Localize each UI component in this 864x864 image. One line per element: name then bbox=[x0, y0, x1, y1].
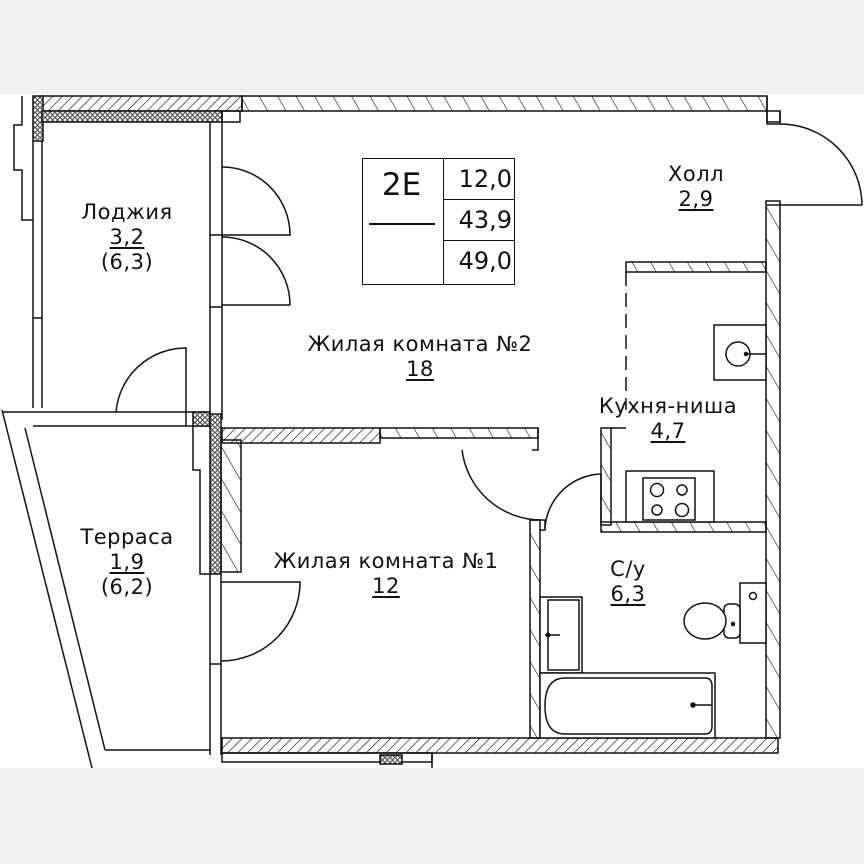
room-area: 12 bbox=[372, 574, 400, 598]
room-label-living-room-1: Жилая комната №1 12 bbox=[274, 549, 499, 599]
floor-plan: 2E 12,0 43,9 49,0 Лоджия 3,2 (6,3) Холл … bbox=[0, 94, 864, 768]
room-name: Холл bbox=[667, 162, 725, 186]
unit-code-underline bbox=[369, 223, 435, 225]
room-label-loggia: Лоджия 3,2 (6,3) bbox=[81, 200, 172, 275]
room-area: 2,9 bbox=[678, 187, 714, 211]
room-name: Кухня-ниша bbox=[598, 394, 738, 418]
living-area-value: 12,0 bbox=[444, 159, 515, 200]
summary-areas: 12,0 43,9 49,0 bbox=[443, 159, 515, 284]
room-total-area: (6,3) bbox=[100, 250, 154, 274]
room-total-area: (6,2) bbox=[100, 575, 154, 599]
room-area: 18 bbox=[406, 357, 434, 381]
room-name: С/у bbox=[610, 557, 646, 581]
room-name: Лоджия bbox=[81, 200, 173, 224]
room-area: 6,3 bbox=[610, 582, 646, 606]
unit-code: 2E bbox=[381, 167, 422, 203]
room-label-bathroom: С/у 6,3 bbox=[610, 557, 646, 607]
room-label-hall: Холл 2,9 bbox=[668, 162, 724, 212]
room-area: 3,2 bbox=[109, 225, 145, 249]
room-label-terrace: Терраса 1,9 (6,2) bbox=[80, 525, 173, 600]
total-area-value: 43,9 bbox=[444, 200, 515, 241]
room-label-kitchen-niche: Кухня-ниша 4,7 bbox=[599, 394, 737, 444]
floor-plan-drawing bbox=[1, 95, 863, 768]
room-name: Жилая комната №2 bbox=[307, 332, 533, 356]
room-label-living-room-2: Жилая комната №2 18 bbox=[308, 332, 533, 382]
total-with-outdoor-value: 49,0 bbox=[458, 247, 512, 275]
room-area: 4,7 bbox=[650, 419, 686, 443]
unit-summary-stamp: 2E 12,0 43,9 49,0 bbox=[362, 158, 515, 285]
room-name: Жилая комната №1 bbox=[273, 549, 499, 573]
room-name: Терраса bbox=[80, 525, 174, 549]
room-area: 1,9 bbox=[109, 550, 145, 574]
